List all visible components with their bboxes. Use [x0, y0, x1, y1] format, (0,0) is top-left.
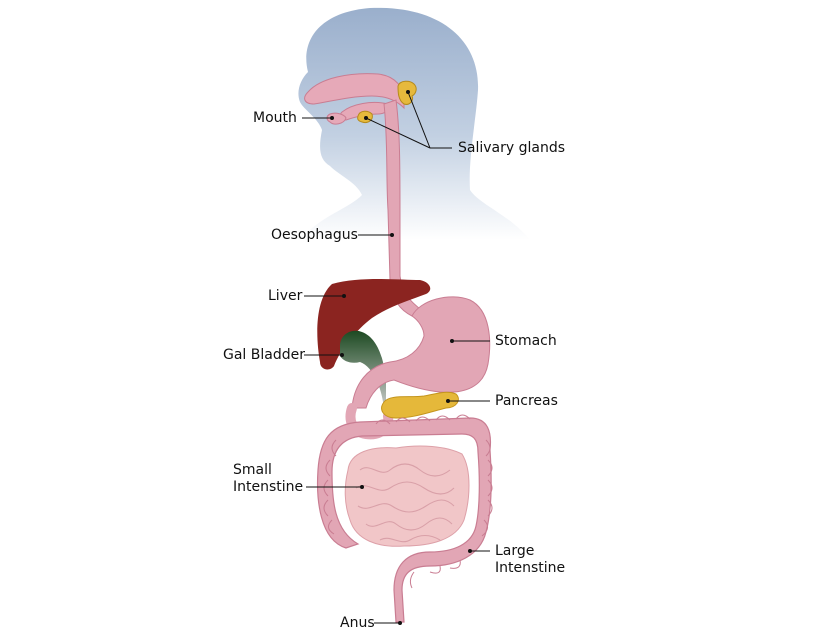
label-small-intestine-line2: Intenstine [233, 479, 304, 495]
label-anus: Anus [340, 615, 375, 631]
leader-salivary-lower [365, 117, 431, 149]
label-small-intestine-line1: Small [233, 462, 272, 478]
leader-salivary-upper [407, 91, 431, 149]
label-pancreas: Pancreas [495, 393, 558, 409]
liver-organ [317, 279, 431, 370]
label-oesophagus: Oesophagus [271, 227, 358, 243]
pancreas-organ [381, 391, 459, 419]
label-gal-bladder: Gal Bladder [223, 347, 305, 363]
label-large-intestine: Large Intenstine [495, 543, 565, 577]
small-intestine-organ [344, 445, 470, 547]
colon-haustra [323, 414, 493, 589]
lips [326, 112, 347, 125]
head-silhouette [298, 7, 530, 241]
stomach-organ [351, 296, 491, 409]
label-large-intestine-line1: Large [495, 543, 535, 559]
small-intestine-coils [355, 463, 455, 543]
label-salivary-glands: Salivary glands [458, 140, 566, 156]
leader-lines [302, 91, 490, 624]
label-stomach: Stomach [495, 333, 557, 349]
label-mouth: Mouth [253, 110, 297, 126]
large-intestine-organ [316, 417, 492, 623]
label-small-intestine: Small Intenstine [233, 462, 303, 496]
leader-dots [330, 90, 472, 625]
label-liver: Liver [268, 288, 303, 304]
gall-bladder-organ [340, 330, 386, 410]
label-large-intestine-line2: Intenstine [495, 560, 566, 576]
